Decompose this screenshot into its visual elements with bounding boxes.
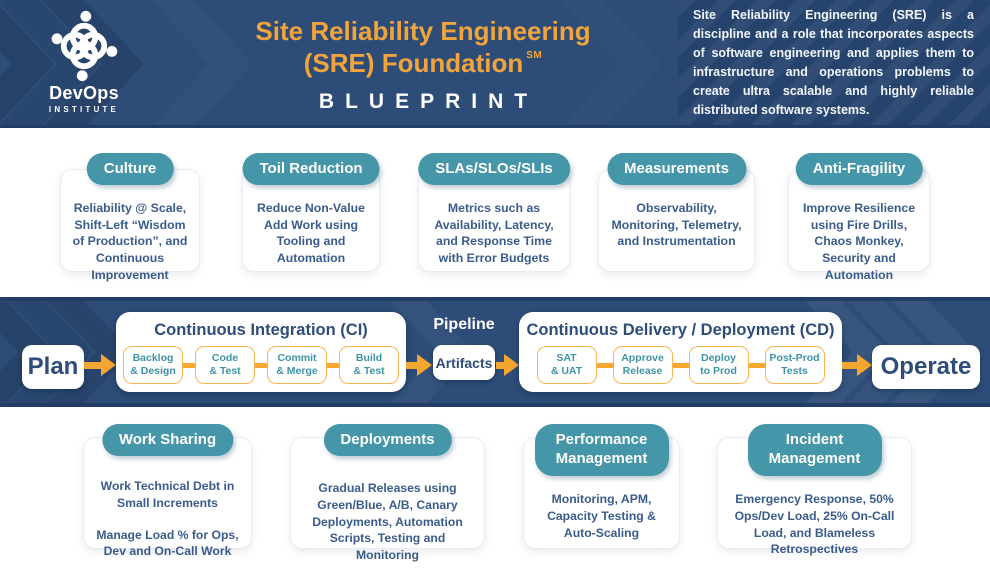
step-connector (183, 362, 195, 368)
step-line1: Commit (277, 351, 317, 364)
step-connector (596, 362, 613, 368)
ci-title: Continuous Integration (CI) (154, 321, 368, 339)
step-sat-uat: SAT& UAT (536, 346, 597, 384)
sre-description-panel: Site Reliability Engineering (SRE) is a … (678, 0, 990, 125)
card-incident-management-title: Incident Management (747, 424, 882, 476)
card-work-sharing: Work Sharing Work Technical Debt in Smal… (83, 424, 252, 558)
card-slas-slos-slis-title: SLAs/SLOs/SLIs (418, 153, 570, 185)
cd-title: Continuous Delivery / Deployment (CD) (526, 321, 835, 339)
card-measurements: Measurements Observability, Monitoring, … (598, 153, 755, 272)
card-measurements-body: Observability, Monitoring, Telemetry, an… (611, 201, 742, 249)
card-incident-management-body: Emergency Response, 50% Ops/Dev Load, 25… (734, 492, 895, 557)
arrow-ci-to-artifacts (406, 354, 432, 376)
step-line1: Approve (621, 351, 664, 364)
step-connector (748, 362, 765, 368)
step-line2: & Merge (276, 365, 318, 377)
card-culture-title: Culture (86, 153, 174, 185)
step-line1: SAT (556, 351, 577, 364)
blueprint-subtitle: BLUEPRINT (318, 89, 539, 113)
step-commit-merge: Commit& Merge (267, 346, 327, 384)
card-deployments-title: Deployments (323, 424, 452, 456)
title-block: Site Reliability Engineering(SRE) Founda… (168, 0, 678, 125)
header-banner: DevOps INSTITUTE Site Reliability Engine… (0, 0, 990, 128)
ci-steps: Backlog& Design Code& Test Commit& Merge… (116, 346, 406, 384)
step-build-test: Build& Test (339, 346, 399, 384)
step-line2: Release (622, 365, 663, 377)
card-culture: Culture Reliability @ Scale, Shift-Left … (60, 153, 200, 282)
operate-box: Operate (872, 345, 980, 389)
step-connector (327, 362, 339, 368)
step-code-test: Code& Test (195, 346, 255, 384)
card-work-sharing-title: Work Sharing (101, 424, 234, 456)
step-line1: Code (211, 351, 239, 364)
step-line2: & UAT (550, 365, 583, 377)
artifacts-box: Artifacts (433, 345, 495, 380)
logo: DevOps INSTITUTE (0, 0, 168, 125)
continuous-delivery-box: Continuous Delivery / Deployment (CD) SA… (519, 312, 842, 392)
page-title: Site Reliability Engineering(SRE) Founda… (168, 16, 678, 80)
card-work-sharing-body1: Work Technical Debt in Small Increments (100, 479, 235, 510)
title-line2: (SRE) Foundation (303, 47, 524, 78)
devops-institute-logo-icon (51, 10, 118, 82)
card-slas-slos-slis-body: Metrics such as Availability, Latency, a… (434, 201, 554, 266)
step-backlog-design: Backlog& Design (123, 346, 183, 384)
card-toil-reduction-body: Reduce Non-Value Add Work using Tooling … (257, 201, 365, 266)
card-toil-reduction-title: Toil Reduction (242, 153, 380, 185)
card-deployments: Deployments Gradual Releases using Green… (290, 424, 485, 562)
card-performance-management-title: Performance Management (534, 424, 669, 476)
step-line2: & Test (353, 365, 385, 377)
logo-name: DevOps (49, 83, 119, 103)
plan-box: Plan (22, 345, 84, 389)
sre-description-text: Site Reliability Engineering (SRE) is a … (693, 7, 974, 117)
arrow-plan-to-ci (84, 354, 116, 376)
pipeline-label: Pipeline (433, 316, 495, 333)
step-line2: & Design (130, 365, 176, 377)
card-anti-fragility-body: Improve Resilience using Fire Drills, Ch… (802, 201, 916, 282)
card-slas-slos-slis: SLAs/SLOs/SLIs Metrics such as Availabil… (418, 153, 570, 272)
principles-row: Culture Reliability @ Scale, Shift-Left … (0, 153, 990, 282)
step-line1: Deploy (700, 351, 736, 364)
card-culture-body: Reliability @ Scale, Shift-Left “Wisdom … (72, 201, 188, 282)
card-measurements-title: Measurements (606, 153, 747, 185)
card-performance-management: Performance Management Monitoring, APM, … (523, 424, 680, 549)
card-deployments-body: Gradual Releases using Green/Blue, A/B, … (312, 481, 463, 563)
practices-row: Work Sharing Work Technical Debt in Smal… (0, 424, 990, 562)
service-mark: SM (526, 49, 543, 61)
pipeline-artifacts-column: Pipeline Artifacts (432, 315, 496, 380)
pipeline-content: Plan Continuous Integration (CI) Backlog… (0, 301, 990, 403)
pipeline-band: Plan Continuous Integration (CI) Backlog… (0, 297, 990, 407)
card-work-sharing-body2: Manage Load % for Ops, Dev and On-Call W… (96, 527, 239, 559)
step-line2: to Prod (700, 365, 737, 377)
step-connector (672, 362, 689, 368)
step-line2: Tests (781, 365, 808, 377)
step-line2: & Test (209, 365, 241, 377)
continuous-integration-box: Continuous Integration (CI) Backlog& Des… (116, 312, 406, 392)
card-incident-management: Incident Management Emergency Response, … (717, 424, 912, 556)
title-line1: Site Reliability Engineering (255, 16, 591, 46)
arrow-artifacts-to-cd (496, 354, 519, 376)
card-performance-management-body: Monitoring, APM, Capacity Testing & Auto… (547, 492, 656, 540)
card-anti-fragility: Anti-Fragility Improve Resilience using … (788, 153, 930, 282)
step-connector (255, 362, 267, 368)
step-line1: Post-Prod (769, 351, 820, 364)
card-toil-reduction: Toil Reduction Reduce Non-Value Add Work… (242, 153, 380, 272)
step-line1: Backlog (132, 351, 174, 364)
card-anti-fragility-title: Anti-Fragility (795, 153, 923, 185)
logo-subtitle: INSTITUTE (48, 105, 120, 114)
arrow-cd-to-operate (842, 354, 872, 376)
step-line1: Build (355, 351, 383, 364)
